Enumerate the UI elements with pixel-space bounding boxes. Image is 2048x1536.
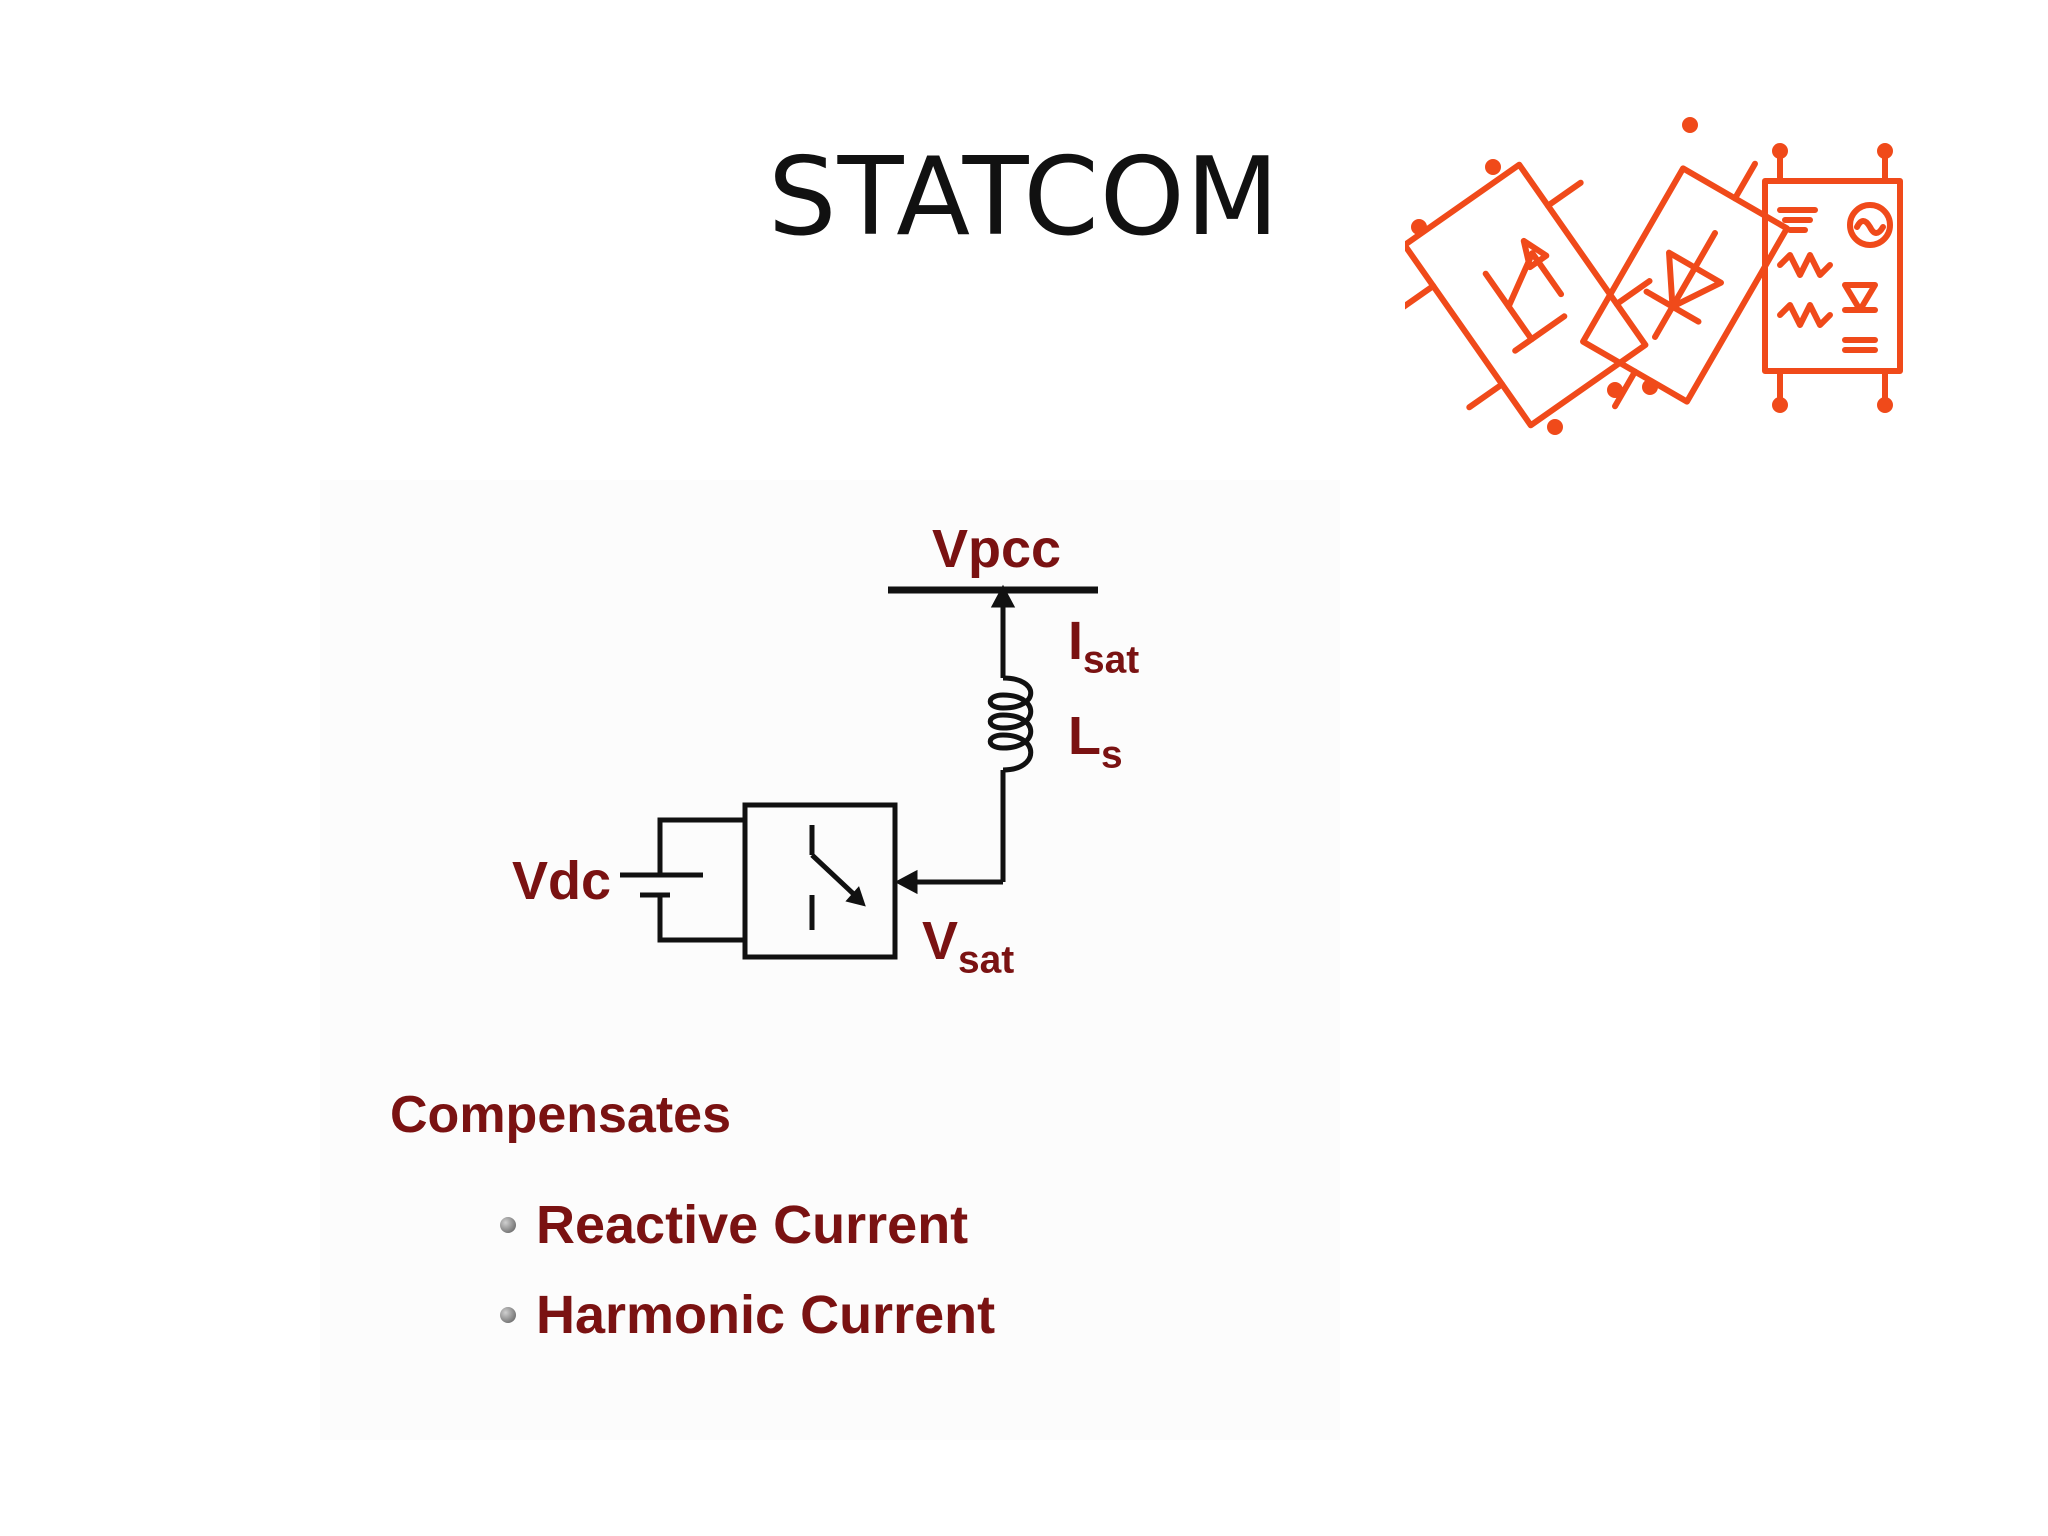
switch-arrow-icon xyxy=(845,886,866,907)
compensates-heading: Compensates xyxy=(390,1086,731,1144)
circuit-symbols-logo-icon xyxy=(1405,117,1903,435)
vsat-subscript: sat xyxy=(958,938,1015,982)
statcom-circuit-diagram xyxy=(620,584,1098,960)
bullet-icon xyxy=(500,1307,516,1323)
isat-label: Isat xyxy=(1068,610,1139,683)
list-item: Reactive Current xyxy=(500,1180,995,1270)
isat-main: I xyxy=(1068,611,1084,671)
converter-box xyxy=(742,802,898,960)
vdc-label: Vdc xyxy=(512,851,612,911)
dc-link-top xyxy=(657,817,745,875)
vsat-arrow-icon xyxy=(894,869,918,895)
bullet-icon xyxy=(500,1217,516,1233)
slide-title: STATCOM xyxy=(768,135,1280,260)
isat-subscript: sat xyxy=(1083,638,1140,682)
ls-main: L xyxy=(1068,706,1101,766)
statcom-figure: Vpcc Isat Ls Vdc Vsat Compensates Reacti… xyxy=(320,480,1340,1440)
ls-label: Ls xyxy=(1068,705,1123,778)
list-item: Harmonic Current xyxy=(500,1270,995,1360)
list-item-text: Harmonic Current xyxy=(536,1285,996,1345)
vsat-label: Vsat xyxy=(922,910,1014,983)
ls-subscript: s xyxy=(1101,733,1123,777)
compensation-list: Reactive Current Harmonic Current xyxy=(500,1180,995,1360)
vsat-main: V xyxy=(922,911,959,971)
list-item-text: Reactive Current xyxy=(536,1195,969,1255)
dc-link-bottom xyxy=(657,895,745,943)
inductor-ls xyxy=(987,675,1034,773)
isat-arrow-icon xyxy=(990,584,1016,608)
vpcc-label: Vpcc xyxy=(932,519,1062,579)
